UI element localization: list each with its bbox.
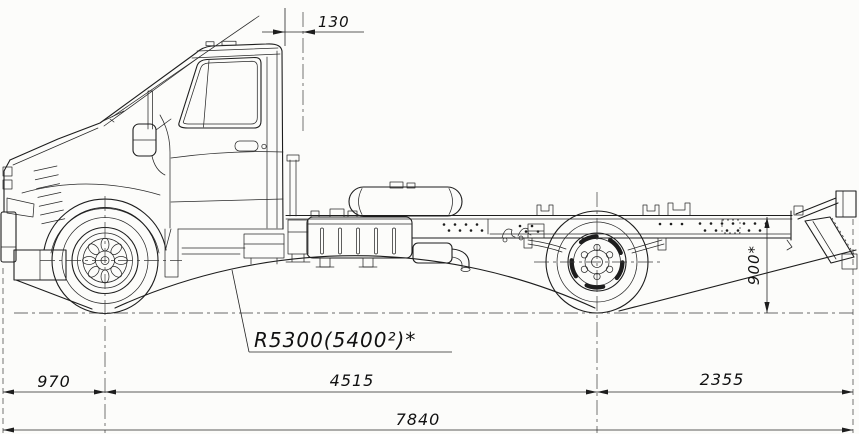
chassis-frame <box>285 202 793 254</box>
dim-2355-label: 2355 <box>700 370 745 389</box>
spare-tire <box>348 181 463 217</box>
rear-mudflap-taillight <box>793 190 858 270</box>
radius-annotation: R5300(5400²)* <box>231 269 452 353</box>
bottom-dimensions: 970 4515 2355 7840 <box>2 219 854 433</box>
dim-900-label: 900* <box>745 245 763 285</box>
exhaust-muffler <box>412 242 471 272</box>
dim-130-label: 130 <box>318 13 350 31</box>
dim-4515-label: 4515 <box>330 371 375 390</box>
clearance-lines <box>15 249 857 312</box>
center-lines <box>40 192 662 433</box>
radius-note-label: R5300(5400²)* <box>254 328 416 352</box>
dimension-900: 900* <box>745 217 770 313</box>
dim-7840-label: 7840 <box>396 410 441 429</box>
fuel-tank <box>285 154 413 268</box>
truck-cab <box>0 15 285 281</box>
dim-970-label: 970 <box>37 372 71 391</box>
dimension-130: 130 <box>262 8 364 132</box>
